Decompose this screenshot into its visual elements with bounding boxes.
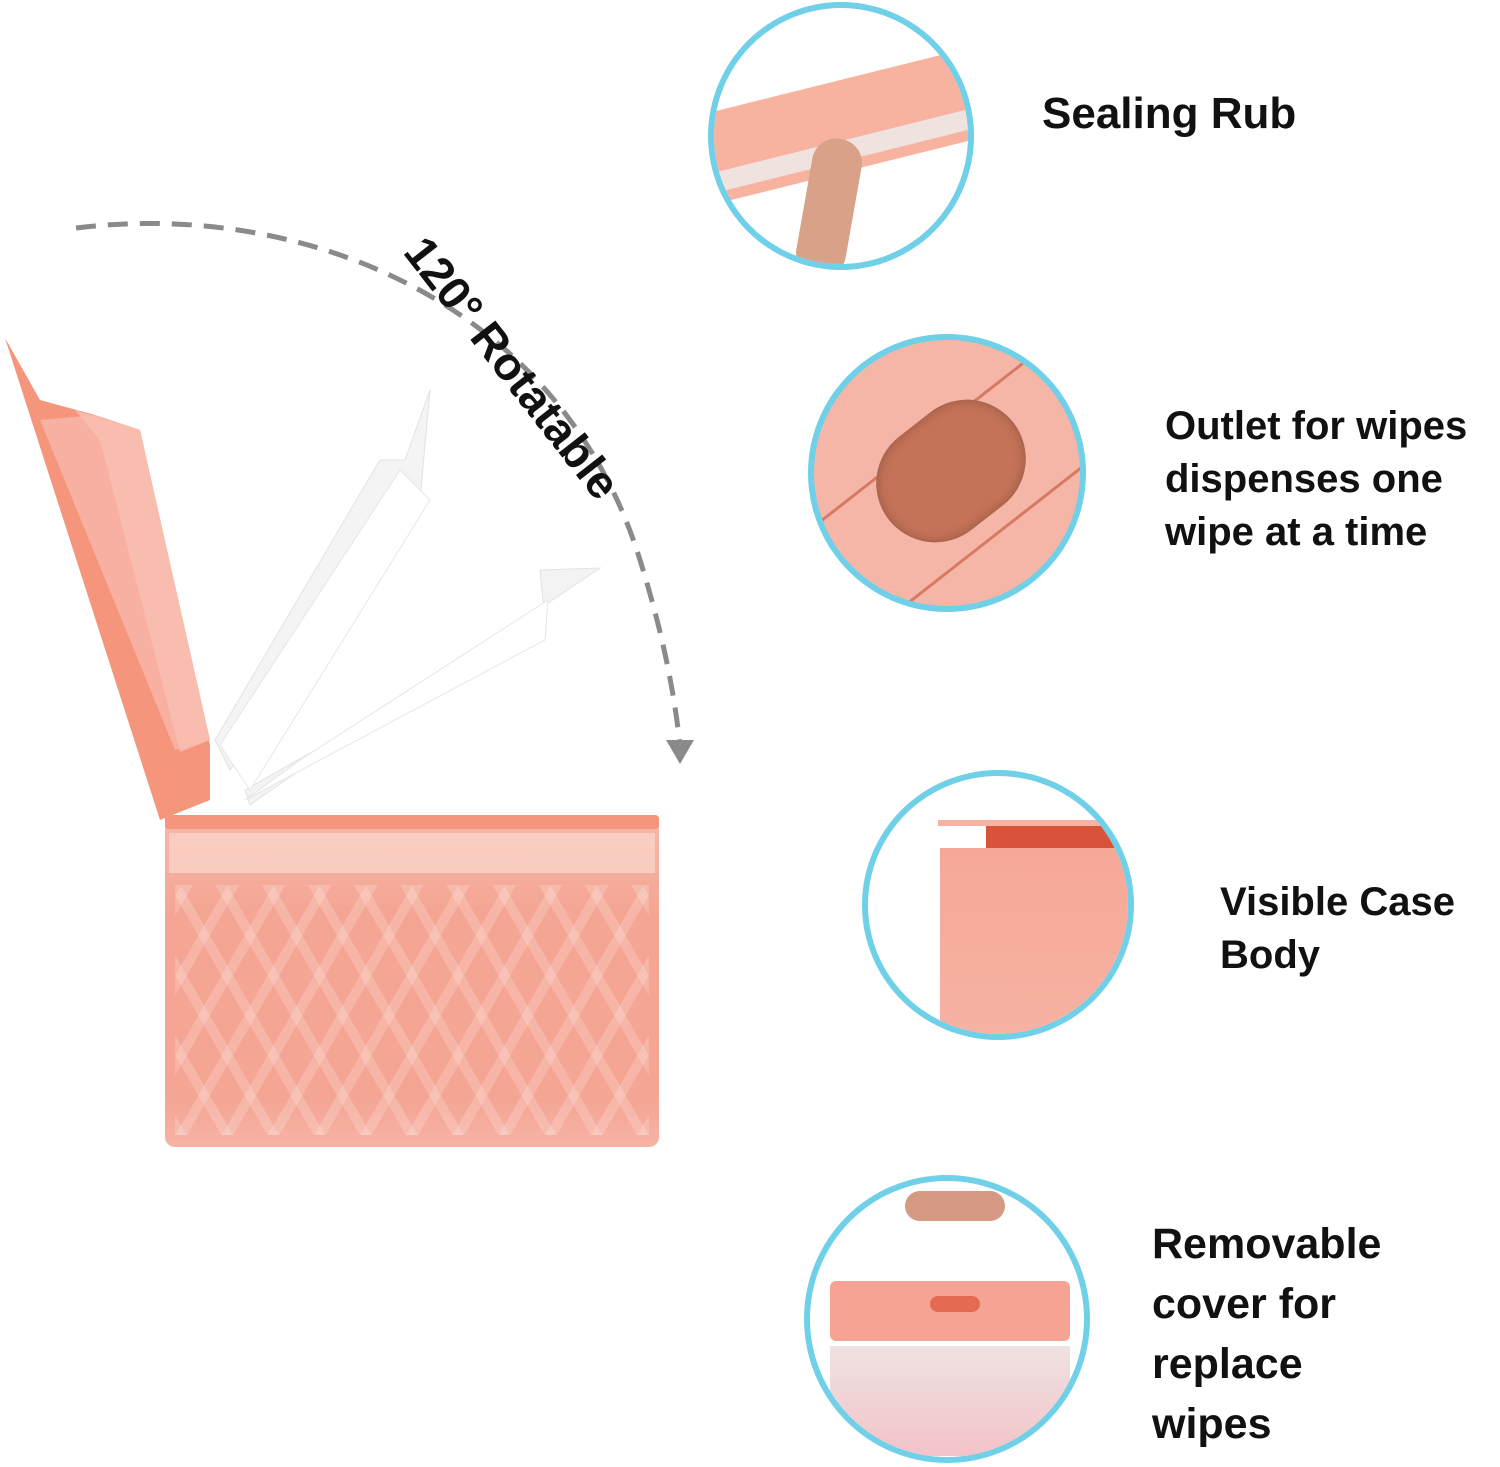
dispenser-lid-positions xyxy=(5,338,602,820)
case-body xyxy=(165,815,659,1147)
outlet-photo xyxy=(808,334,1086,612)
feature-label: Visible Case Body xyxy=(1220,880,1455,977)
visible-case-photo xyxy=(862,770,1134,1040)
sealing-rub-photo xyxy=(708,2,974,270)
feature-label: Sealing Rub xyxy=(1042,89,1297,138)
removable-cover-photo xyxy=(804,1175,1090,1463)
feature-label: Outlet for wipes dispenses one wipe at a… xyxy=(1165,404,1468,554)
main-product-illustration: 120° Rotatable xyxy=(5,220,694,1147)
feature-label: Removable cover for replace wipes xyxy=(1152,1220,1382,1448)
rotation-arc-icon xyxy=(75,220,694,764)
